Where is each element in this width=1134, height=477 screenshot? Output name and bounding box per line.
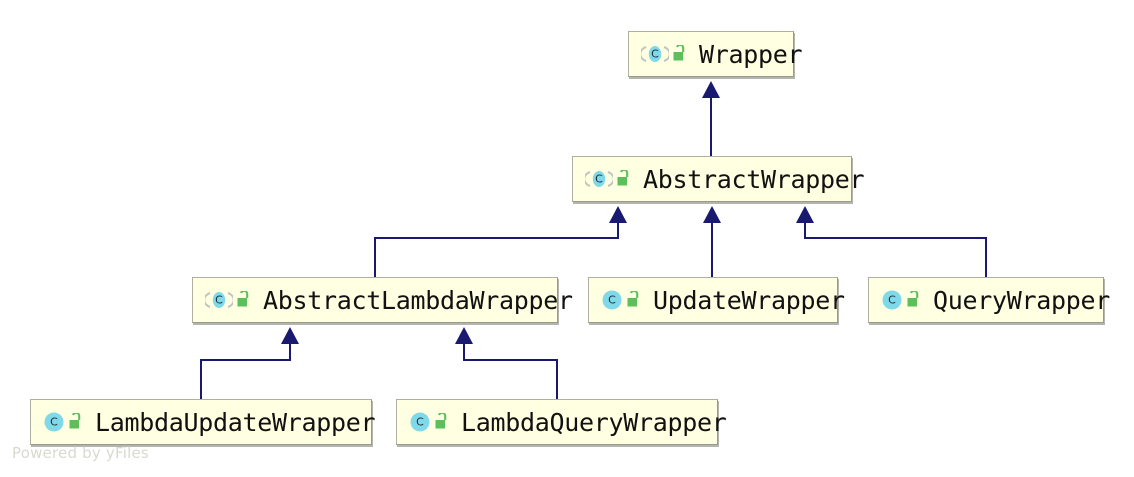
unlocked-padlock-icon: [237, 291, 249, 307]
edge-abstractlambdawrapper-to-abstractwrapper: [374, 223, 619, 277]
unlocked-padlock-icon: [435, 413, 447, 429]
unlocked-padlock-icon: [617, 170, 629, 186]
abstract-class-icon: C: [641, 46, 669, 62]
class-node-abstract-wrapper[interactable]: C AbstractWrapper: [572, 156, 865, 202]
svg-text:C: C: [651, 48, 659, 61]
class-icon: C: [44, 412, 64, 432]
edge-querywrapper-to-abstractwrapper-arrowhead: [796, 206, 814, 223]
class-name-label: LambdaQueryWrapper: [461, 407, 727, 437]
class-name-label: AbstractWrapper: [643, 164, 865, 194]
edge-updatewrapper-to-abstractwrapper-arrowhead: [703, 206, 721, 223]
node-icon-group: C: [409, 411, 449, 433]
node-icon-group: C: [641, 43, 687, 65]
node-icon-group: C: [205, 289, 251, 311]
unlocked-padlock-icon: [907, 291, 919, 307]
class-icon: C: [602, 290, 622, 310]
yfiles-watermark: Powered by yFiles: [12, 444, 149, 462]
node-icon-group: C: [43, 411, 83, 433]
class-node-lambda-query-wrapper[interactable]: C LambdaQueryWrapper: [396, 399, 727, 445]
class-name-label: UpdateWrapper: [653, 285, 845, 315]
svg-text:C: C: [416, 416, 424, 429]
edge-lambdaupdatewrapper-to-abstractlambdawrapper: [200, 344, 291, 399]
svg-text:C: C: [608, 294, 616, 307]
abstract-class-icon: C: [585, 171, 613, 187]
class-icon: C: [410, 412, 430, 432]
unlocked-padlock-icon: [673, 45, 685, 61]
unlocked-padlock-icon: [69, 413, 81, 429]
class-node-lambda-update-wrapper[interactable]: C LambdaUpdateWrapper: [30, 399, 376, 445]
class-name-label: AbstractLambdaWrapper: [263, 285, 573, 315]
abstract-class-icon: C: [205, 292, 233, 308]
svg-text:C: C: [50, 416, 58, 429]
svg-text:C: C: [595, 173, 603, 186]
unlocked-padlock-icon: [627, 291, 639, 307]
edge-lambdaquerywrapper-to-abstractlambdawrapper-arrowhead: [455, 327, 473, 344]
class-name-label: QueryWrapper: [933, 285, 1111, 315]
class-name-label: LambdaUpdateWrapper: [95, 407, 376, 437]
class-name-label: Wrapper: [699, 39, 803, 69]
node-icon-group: C: [585, 168, 631, 190]
svg-text:C: C: [888, 294, 896, 307]
class-node-update-wrapper[interactable]: C UpdateWrapper: [588, 277, 845, 323]
edge-querywrapper-to-abstractwrapper: [804, 223, 987, 277]
node-icon-group: C: [881, 289, 921, 311]
class-icon: C: [882, 290, 902, 310]
edge-abstractwrapper-to-wrapper-arrowhead: [702, 81, 720, 98]
edge-lambdaquerywrapper-to-abstractlambdawrapper: [463, 344, 558, 399]
class-node-abstract-lambda-wrapper[interactable]: C AbstractLambdaWrapper: [192, 277, 573, 323]
class-node-query-wrapper[interactable]: C QueryWrapper: [868, 277, 1110, 323]
edge-abstractlambdawrapper-to-abstractwrapper-arrowhead: [609, 206, 627, 223]
edge-lambdaupdatewrapper-to-abstractlambdawrapper-arrowhead: [281, 327, 299, 344]
class-node-wrapper[interactable]: C Wrapper: [628, 31, 803, 77]
node-icon-group: C: [601, 289, 641, 311]
svg-text:C: C: [215, 294, 223, 307]
